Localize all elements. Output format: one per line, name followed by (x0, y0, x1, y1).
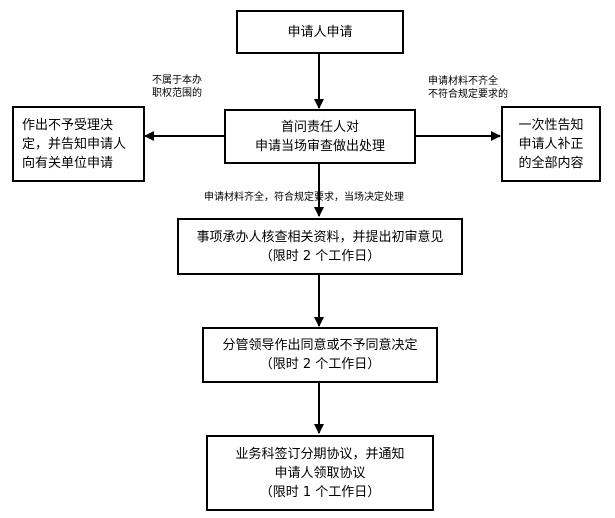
node-text: 事项承办人核查相关资料，并提出初审意见 (196, 229, 444, 245)
node-text: 定，并告知申请人 (22, 136, 127, 152)
node-text: 分管领导作出同意或不予同意决定 (222, 338, 418, 353)
edge-label-text: 申请材料齐全，符合规定要求，当场决定处理 (204, 192, 404, 203)
edge-label-text: 申请材料不齐全 (428, 76, 498, 87)
edge-label-text: 不属于本办 (152, 75, 202, 86)
node-text: （限时 2 个工作日） (259, 248, 381, 264)
node-text: 首问责任人对 (280, 119, 359, 135)
node-text: 申请当场审查做出处理 (254, 138, 385, 154)
node-applicant-apply: 申请人申请 (236, 10, 404, 54)
node-text: （限时 2 个工作日） (259, 357, 381, 372)
node-text: （限时 1 个工作日） (259, 484, 381, 500)
edge-label-complete: 申请材料齐全，符合规定要求，当场决定处理 (204, 191, 404, 204)
edge-label-incomplete: 申请材料不齐全 不符合规定要求的 (428, 75, 508, 101)
node-text: 业务科签订分期协议，并通知 (235, 446, 405, 462)
node-text: 申请人申请 (287, 24, 353, 40)
edge-label-text: 不符合规定要求的 (428, 89, 508, 100)
node-reject-decision: 作出不予受理决 定，并告知申请人 向有关单位申请 (12, 106, 145, 182)
node-supplement-notice: 一次性告知 申请人补正 的全部内容 (501, 106, 601, 182)
edge-label-text: 职权范围的 (152, 88, 202, 99)
node-first-responsible: 首问责任人对 申请当场审查做出处理 (224, 109, 416, 164)
edge-label-not-in-scope: 不属于本办 职权范围的 (152, 74, 202, 100)
node-text: 申请人领取协议 (274, 465, 366, 481)
node-text: 一次性告知 (518, 117, 584, 133)
node-text: 的全部内容 (518, 155, 584, 171)
node-text: 向有关单位申请 (22, 155, 114, 171)
node-leader-decision: 分管领导作出同意或不予同意决定 （限时 2 个工作日） (202, 327, 438, 383)
node-text: 作出不予受理决 (22, 117, 114, 133)
node-sign-agreement: 业务科签订分期协议，并通知 申请人领取协议 （限时 1 个工作日） (206, 435, 434, 511)
node-handler-review: 事项承办人核查相关资料，并提出初审意见 （限时 2 个工作日） (177, 218, 463, 275)
node-text: 申请人补正 (518, 136, 584, 152)
